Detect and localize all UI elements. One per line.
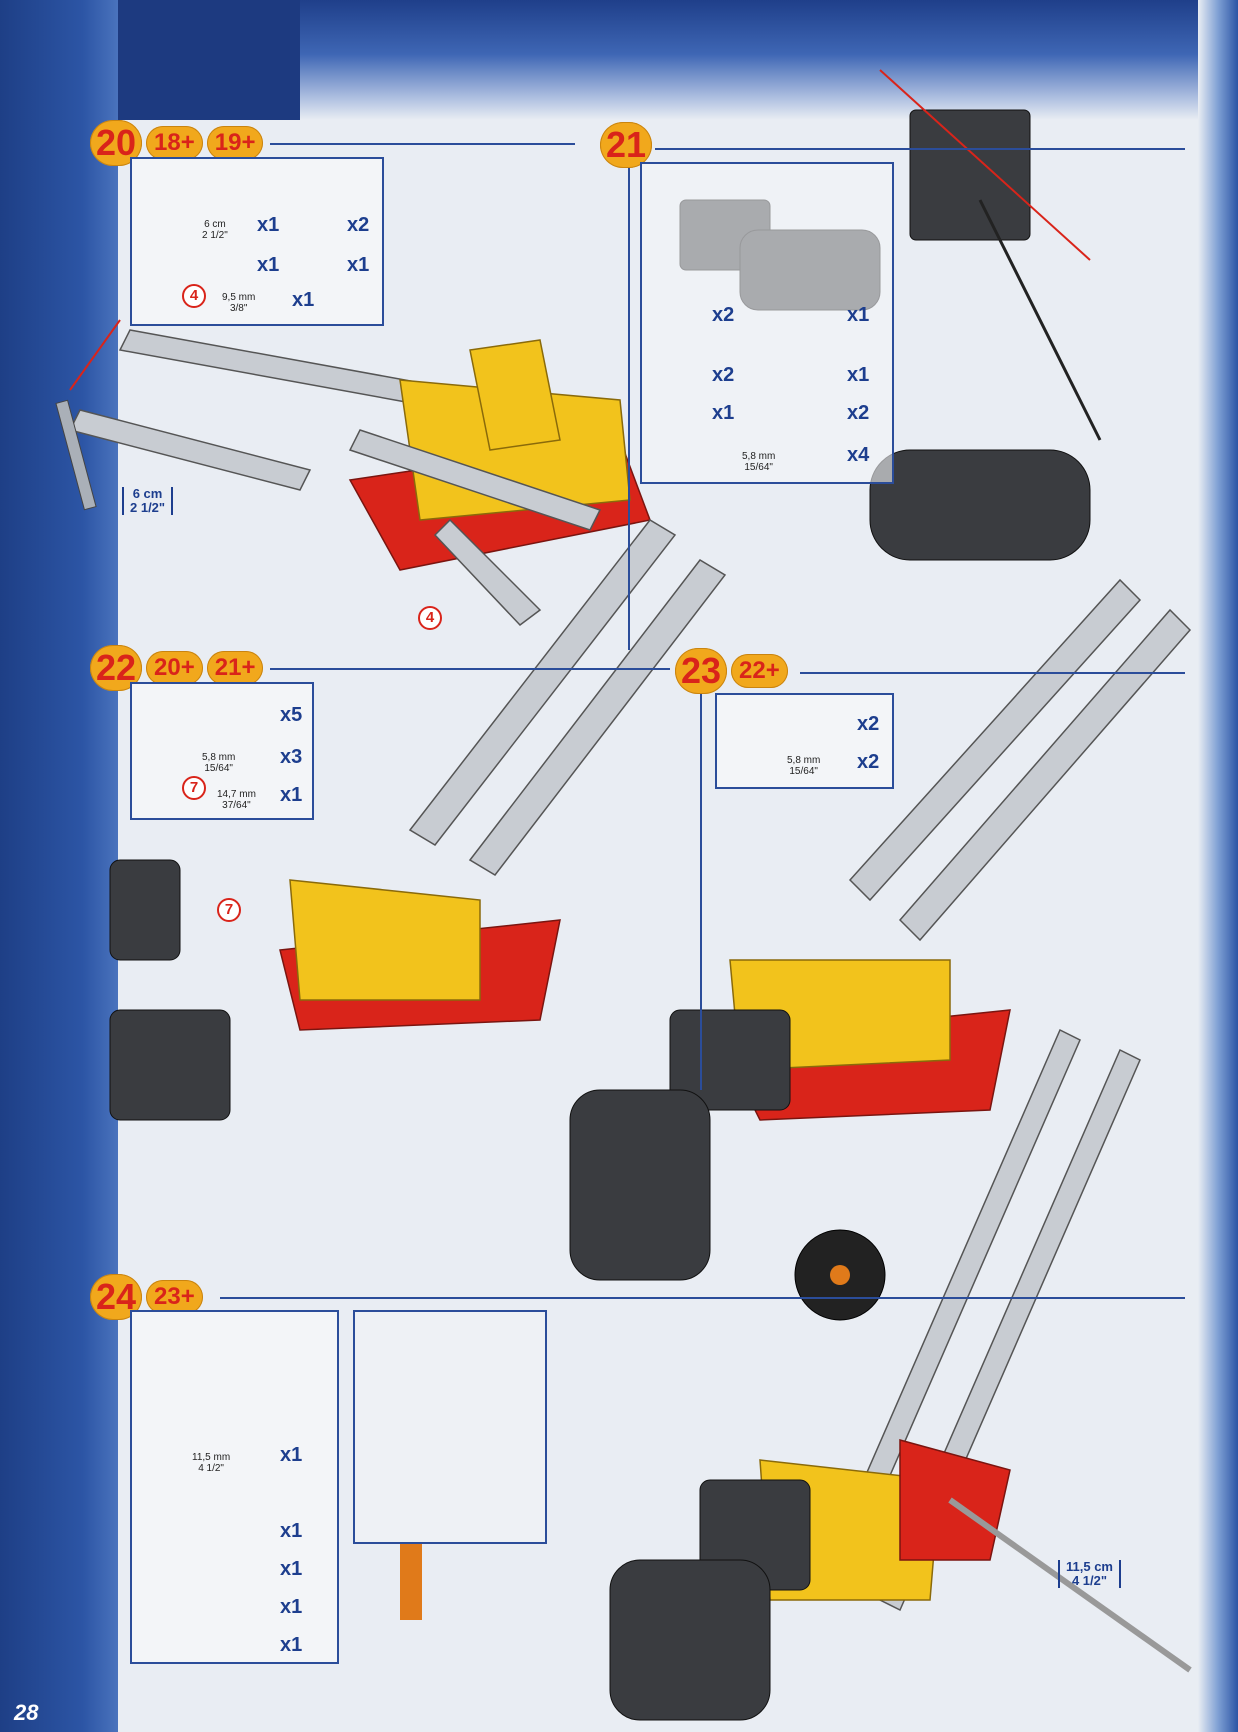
page-number: 28 bbox=[14, 1700, 39, 1725]
step24-grub-qty: x1 bbox=[280, 1634, 303, 1656]
step22-ref-circle: 7 bbox=[182, 776, 206, 800]
step24-gear-qty: x1 bbox=[280, 1520, 303, 1542]
step21-header: 21 bbox=[600, 122, 653, 168]
step21-bracket2-qty: x2 bbox=[712, 364, 735, 386]
step20-illustration bbox=[55, 319, 652, 627]
step22-long-bolt-qty: x1 bbox=[280, 784, 303, 806]
right-band bbox=[1198, 0, 1238, 1732]
step24-axle-qty: x1 bbox=[280, 1444, 303, 1466]
step24-inset-panel bbox=[353, 1310, 547, 1544]
step22-callout: 7 bbox=[217, 898, 241, 922]
step21-number: 21 bbox=[600, 122, 653, 168]
step23-rule bbox=[800, 672, 1185, 674]
step20-header: 20 18+ 19+ bbox=[90, 120, 264, 166]
step22-prereq-2: 21+ bbox=[206, 651, 264, 685]
step20-callout: 4 bbox=[418, 606, 442, 630]
step21-pinion-qty: x1 bbox=[847, 364, 870, 386]
step23-bolt-qty: x2 bbox=[857, 751, 880, 773]
step20-collar-qty: x2 bbox=[347, 214, 370, 236]
step22-nut-qty: x5 bbox=[280, 704, 303, 726]
step20-bolt-qty: x1 bbox=[292, 289, 315, 311]
step20-axle-qty: x1 bbox=[257, 214, 280, 236]
step24-prereq-1: 23+ bbox=[146, 1280, 203, 1314]
step24-collar-qty: x1 bbox=[280, 1558, 303, 1580]
step22-illustration bbox=[109, 519, 727, 1121]
step22-bolt-qty: x3 bbox=[280, 746, 303, 768]
step23-nut-qty: x2 bbox=[857, 713, 880, 735]
step22-prereq-1: 20+ bbox=[146, 651, 203, 685]
step23-number: 23 bbox=[675, 648, 728, 694]
step24-header: 24 23+ bbox=[90, 1274, 203, 1320]
step20-rule bbox=[270, 143, 575, 145]
step20-nut-qty: x1 bbox=[257, 254, 280, 276]
step23-vrule bbox=[700, 690, 702, 1090]
step21-rule bbox=[655, 148, 1185, 150]
step23-header: 23 22+ bbox=[675, 648, 788, 694]
step21-vrule bbox=[628, 160, 630, 650]
top-band bbox=[118, 0, 1238, 120]
step23-prereq-1: 22+ bbox=[731, 654, 788, 688]
step20-square-nut-qty: x1 bbox=[347, 254, 370, 276]
left-band bbox=[0, 0, 118, 1732]
step22-header: 22 20+ 21+ bbox=[90, 645, 264, 691]
step20-prereq-2: 19+ bbox=[206, 126, 264, 160]
step21-bracket-qty: x2 bbox=[712, 304, 735, 326]
step22-rule bbox=[270, 668, 670, 670]
step24-rule bbox=[220, 1297, 1185, 1299]
step21-square-nut-qty: x2 bbox=[847, 402, 870, 424]
step24-nut-qty: x1 bbox=[280, 1596, 303, 1618]
step21-battery-qty: x1 bbox=[847, 304, 870, 326]
step21-bolt-qty: x4 bbox=[847, 444, 870, 466]
step20-prereq-1: 18+ bbox=[146, 126, 203, 160]
step23-illustration bbox=[569, 578, 1192, 1281]
step20-number: 20 bbox=[90, 120, 143, 166]
step21-nut-qty: x1 bbox=[712, 402, 735, 424]
step24-illustration bbox=[609, 1028, 1192, 1721]
step20-ref-circle: 4 bbox=[182, 284, 206, 308]
step24-number: 24 bbox=[90, 1274, 143, 1320]
